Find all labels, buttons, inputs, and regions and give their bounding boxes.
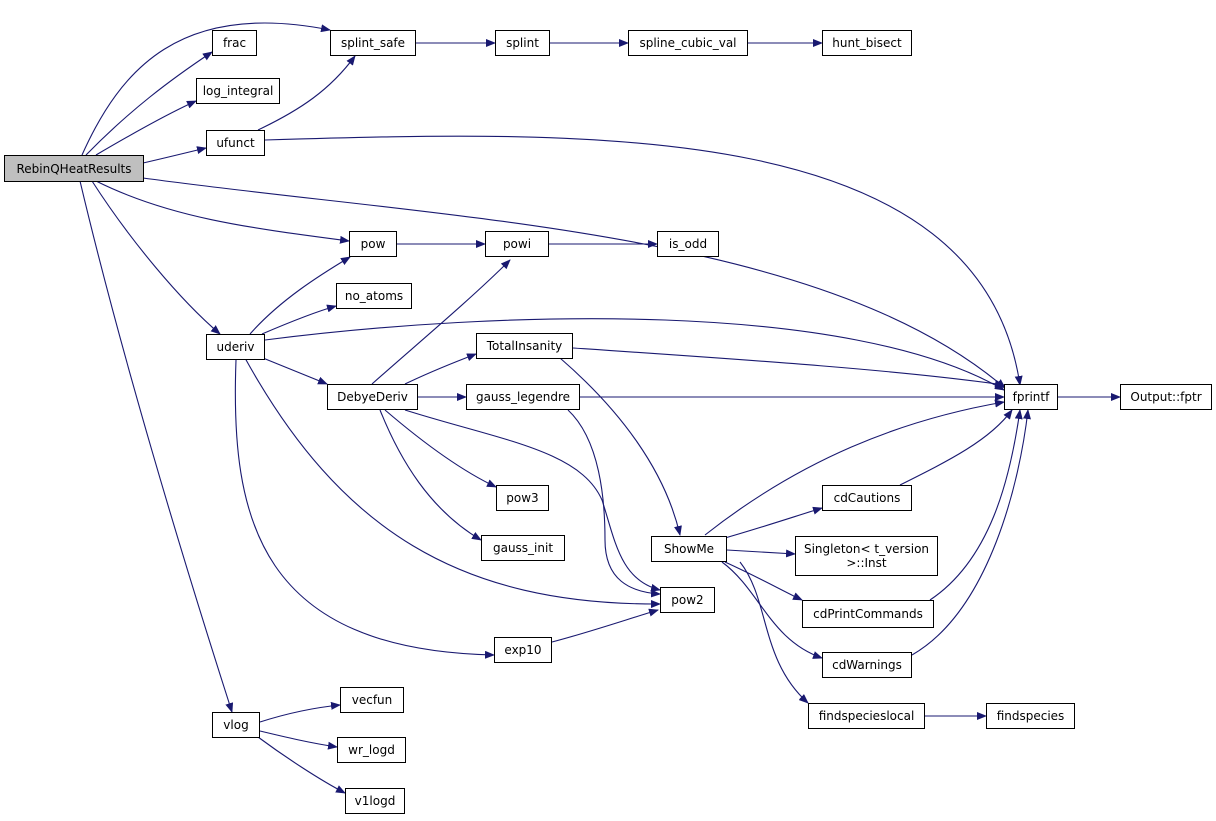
edge-showme-cdprintcommands [724, 561, 803, 601]
edge-debyederiv-gauss-init [379, 409, 482, 541]
singleton-label-line-2: >::Inst [846, 556, 887, 570]
node-exp10[interactable]: exp10 [494, 637, 552, 663]
node-v1logd[interactable]: v1logd [345, 788, 405, 814]
node-cdcautions[interactable]: cdCautions [822, 485, 912, 511]
edge-vlog-v1logd [257, 736, 346, 794]
edge-rebin-fprintf [142, 177, 1006, 389]
node-splint[interactable]: splint [495, 30, 550, 56]
edge-uderiv-no-atoms [261, 304, 337, 335]
edge-debyederiv-powi [371, 259, 511, 385]
edge-totalinsanity-showme [559, 357, 682, 536]
edge-debyederiv-pow2 [404, 409, 661, 592]
node-spline-cubic-val[interactable]: spline_cubic_val [628, 30, 748, 56]
node-no-atoms[interactable]: no_atoms [336, 283, 412, 309]
node-gauss-legendre[interactable]: gauss_legendre [466, 384, 580, 410]
edge-debyederiv-pow3 [384, 409, 497, 488]
node-ufunct[interactable]: ufunct [206, 130, 265, 156]
node-singleton-inst[interactable]: Singleton< t_version >::Inst [795, 536, 938, 576]
node-vecfun[interactable]: vecfun [340, 687, 404, 713]
edge-uderiv-exp10 [234, 359, 495, 659]
node-findspecies[interactable]: findspecies [986, 703, 1075, 729]
node-pow2[interactable]: pow2 [660, 587, 715, 613]
node-findspecieslocal[interactable]: findspecieslocal [808, 703, 925, 729]
edge-cdwarnings-fprintf [911, 409, 1031, 656]
node-splint-safe[interactable]: splint_safe [330, 30, 416, 56]
edge-gauss-legendre-pow2 [567, 409, 661, 598]
edge-ufunct-splint-safe [257, 55, 356, 131]
edge-uderiv-fprintf [264, 318, 1005, 391]
edge-totalinsanity-fprintf [572, 347, 1005, 388]
node-vlog[interactable]: vlog [212, 712, 260, 738]
edge-uderiv-pow [249, 256, 351, 335]
node-pow[interactable]: pow [349, 231, 397, 257]
edge-rebin-pow [95, 180, 350, 244]
node-log-integral[interactable]: log_integral [196, 78, 280, 104]
edge-showme-findspecieslocal [739, 561, 809, 704]
node-cdprintcommands[interactable]: cdPrintCommands [802, 600, 934, 628]
node-powi[interactable]: powi [485, 231, 549, 257]
edge-rebin-ufunct [142, 146, 207, 164]
edge-cdcautions-fprintf [899, 409, 1013, 486]
edge-rebin-log-integral [95, 100, 197, 156]
node-fprintf[interactable]: fprintf [1004, 384, 1058, 410]
node-showme[interactable]: ShowMe [651, 536, 727, 562]
node-hunt-bisect[interactable]: hunt_bisect [822, 30, 912, 56]
edge-cdprintcommands-fprintf [929, 409, 1023, 601]
edge-showme-fprintf [704, 399, 1005, 536]
edge-vlog-vecfun [259, 701, 341, 723]
edge-showme-singleton [726, 549, 796, 558]
singleton-label-line-1: Singleton< t_version [803, 542, 930, 556]
edge-vlog-wr-logd [259, 730, 338, 750]
node-pow3[interactable]: pow3 [496, 485, 549, 511]
node-totalinsanity[interactable]: TotalInsanity [476, 333, 573, 359]
edge-uderiv-debyederiv [257, 355, 328, 385]
node-rebinqheatresults: RebinQHeatResults [4, 155, 144, 182]
node-uderiv[interactable]: uderiv [206, 334, 265, 360]
edge-uderiv-pow2 [244, 357, 661, 609]
edge-showme-cdwarnings [721, 561, 823, 659]
node-debyederiv[interactable]: DebyeDeriv [327, 384, 418, 410]
edge-rebin-frac [85, 51, 213, 156]
edge-exp10-pow2 [551, 608, 659, 643]
node-gauss-init[interactable]: gauss_init [481, 535, 565, 561]
edge-debyederiv-totalinsanity [404, 353, 477, 385]
edge-rebin-vlog [79, 180, 234, 713]
node-frac[interactable]: frac [212, 30, 257, 56]
node-wr-logd[interactable]: wr_logd [337, 737, 406, 763]
node-is-odd[interactable]: is_odd [657, 231, 719, 257]
edge-showme-cdcautions [724, 506, 823, 539]
edge-rebin-uderiv [91, 180, 221, 335]
edge-rebin-splint-safe [81, 22, 331, 156]
node-output-fptr[interactable]: Output::fptr [1120, 384, 1212, 410]
edge-ufunct-fprintf [264, 135, 1023, 386]
node-cdwarnings[interactable]: cdWarnings [822, 652, 912, 678]
